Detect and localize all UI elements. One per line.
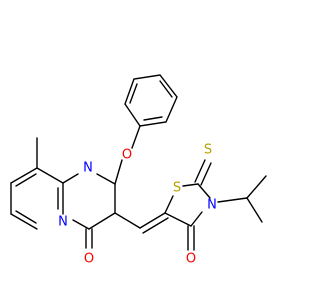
bond-ring-c1 — [164, 195, 174, 214]
bond-ether-2 — [131, 125, 141, 149]
bond-ring-a5 — [10, 213, 38, 230]
bond-ring-b4 — [88, 212, 116, 230]
bond-layer — [10, 74, 267, 251]
bond-isopropyl-1 — [217, 197, 248, 203]
bond-isopropyl-2 — [246, 175, 267, 199]
bond-ring-a3-inner — [15, 173, 37, 187]
molecule-drawing: N N O O S S N O — [10, 74, 267, 267]
bond-cs-1 — [194, 159, 206, 183]
bond-ring-c3 — [197, 183, 211, 199]
bond-ring-a5-inner — [15, 210, 37, 224]
atom-n-bottom: N — [58, 215, 68, 230]
atom-label-layer: N N O O S S N O — [58, 143, 217, 267]
bond-phenyl-inner-3 — [143, 116, 163, 121]
bond-phenyl-inner-2 — [159, 80, 173, 98]
structure-canvas: N N O O S S N O — [10, 74, 267, 267]
bond-ring-b1 — [62, 173, 79, 184]
bond-ring-b2 — [96, 173, 116, 185]
atom-o-ether: O — [122, 148, 132, 163]
bond-ring-b5 — [72, 219, 90, 230]
bond-exo-2 — [139, 212, 166, 229]
bond-phenyl-inner-1 — [129, 83, 138, 104]
atom-n-thiazolidine: N — [207, 198, 217, 213]
bond-exo-1 — [114, 212, 141, 229]
atom-s-ring: S — [173, 181, 181, 196]
bond-cs-2 — [200, 162, 212, 186]
bond-ring-c4 — [190, 211, 203, 227]
bond-ring-a3 — [10, 167, 38, 184]
atom-n-top: N — [83, 161, 93, 176]
bond-phenyl-ring — [124, 74, 178, 127]
bond-ring-c2 — [182, 183, 199, 187]
bond-ether-1 — [114, 159, 123, 185]
bond-ring-c5 — [164, 212, 192, 227]
atom-s-thione: S — [204, 143, 212, 158]
atom-o-carbonyl-left: O — [84, 252, 94, 267]
bond-ring-a1 — [36, 167, 64, 184]
bond-isopropyl-3 — [246, 197, 263, 223]
bond-exo-2-double — [142, 217, 169, 234]
atom-o-carbonyl-right: O — [186, 252, 196, 267]
